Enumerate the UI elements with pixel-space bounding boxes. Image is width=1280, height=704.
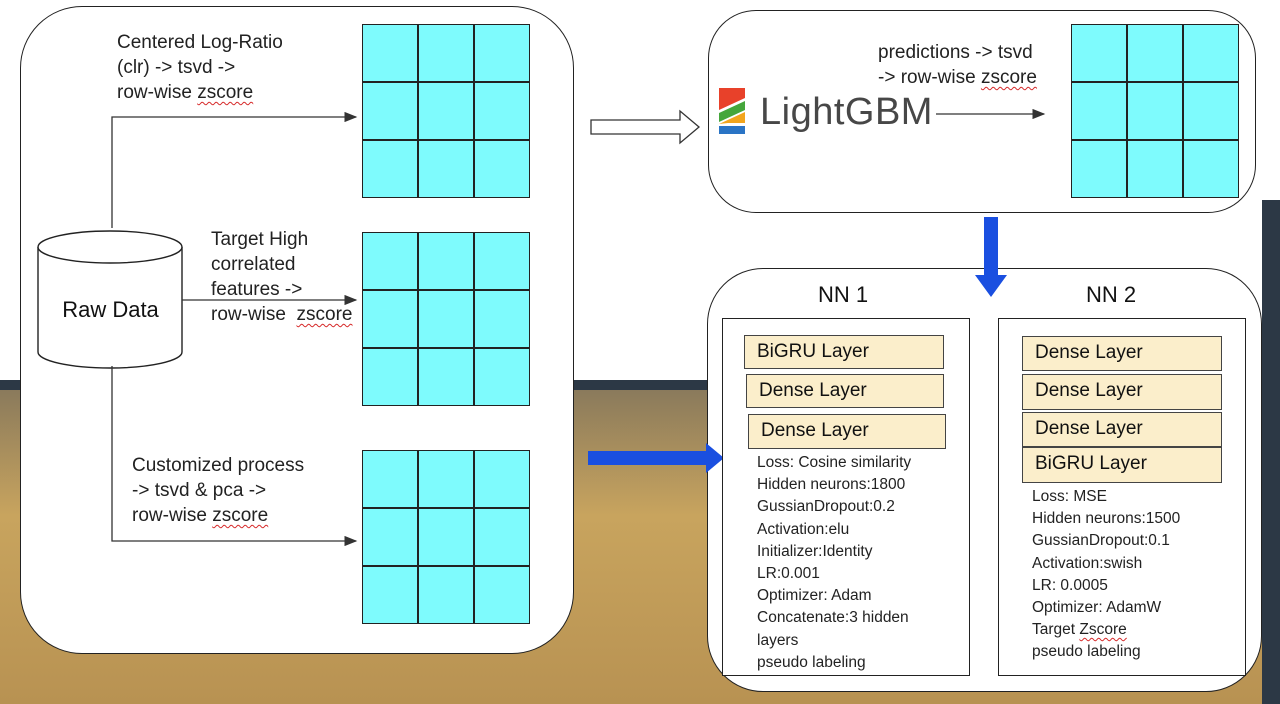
predictions-label-zscore: zscore bbox=[980, 67, 1037, 88]
clr-feature-grid bbox=[362, 24, 530, 198]
lightgbm-output-grid bbox=[1071, 24, 1239, 198]
nn2-param-pseudo: pseudo labeling bbox=[1032, 643, 1141, 661]
nn2-layer-dense-2: Dense Layer bbox=[1022, 374, 1222, 410]
predictions-label-line2a: -> row-wise bbox=[878, 67, 981, 88]
nn1-param-optimizer: Optimizer: Adam bbox=[757, 587, 872, 605]
custom-label-line2: -> tsvd & pca -> bbox=[132, 480, 267, 501]
clr-label-line2: (clr) -> tsvd -> bbox=[117, 57, 236, 78]
nn2-param-target: Target bbox=[1032, 621, 1080, 639]
nn1-layer-dense-1: Dense Layer bbox=[746, 374, 944, 408]
nn1-param-neurons: Hidden neurons:1800 bbox=[757, 476, 906, 494]
nn2-param-optimizer: Optimizer: AdamW bbox=[1032, 599, 1162, 617]
custom-feature-grid bbox=[362, 450, 530, 624]
custom-label-zscore: zscore bbox=[212, 505, 269, 526]
nn1-title: NN 1 bbox=[818, 282, 869, 307]
nn1-param-pseudo: pseudo labeling bbox=[757, 653, 866, 671]
nn2-param-neurons: Hidden neurons:1500 bbox=[1032, 510, 1181, 528]
target-label-line3: features -> bbox=[211, 279, 303, 300]
clr-connector bbox=[111, 111, 358, 228]
nn2-layer-dense-3: Dense Layer bbox=[1022, 412, 1222, 447]
nn2-title: NN 2 bbox=[1086, 282, 1137, 307]
blue-arrow-down-icon bbox=[975, 217, 1007, 297]
nn2-param-loss: Loss: MSE bbox=[1032, 488, 1107, 505]
lightgbm-logo-icon bbox=[716, 76, 936, 142]
predictions-label: predictions -> tsvd -> row-wise zscore bbox=[878, 40, 1037, 90]
nn1-param-concatenate-cont: layers bbox=[757, 631, 799, 649]
nn1-param-loss: Loss: Cosine similarity bbox=[757, 454, 912, 471]
clr-label-zscore: zscore bbox=[197, 82, 254, 103]
background-dark-right bbox=[1262, 200, 1280, 704]
hollow-arrow-icon bbox=[590, 109, 701, 145]
target-label-line2: correlated bbox=[211, 254, 296, 275]
predictions-label-line1: predictions -> tsvd bbox=[878, 42, 1033, 63]
nn1-param-concatenate: Concatenate:3 hidden bbox=[757, 609, 909, 627]
custom-label: Customized process -> tsvd & pca -> row-… bbox=[132, 453, 304, 528]
nn2-param-activation: Activation:swish bbox=[1032, 554, 1143, 572]
nn2-param-dropout: GussianDropout:0.1 bbox=[1032, 532, 1170, 550]
nn1-layer-bigru: BiGRU Layer bbox=[744, 335, 944, 369]
nn1-param-dropout: GussianDropout:0.2 bbox=[757, 498, 895, 516]
target-label-zscore: zscore bbox=[296, 304, 353, 325]
target-label-line4a: row-wise bbox=[211, 304, 297, 325]
clr-label-line1: Centered Log-Ratio bbox=[117, 32, 283, 53]
lightgbm-logo-text: LightGBM bbox=[760, 91, 933, 133]
nn1-params: Loss: Cosine similarity Hidden neurons:1… bbox=[757, 452, 911, 674]
target-label: Target High correlated features -> row-w… bbox=[211, 227, 352, 327]
clr-label: Centered Log-Ratio (clr) -> tsvd -> row-… bbox=[117, 30, 283, 105]
nn2-layer-bigru: BiGRU Layer bbox=[1022, 447, 1222, 483]
nn2-param-lr: LR: 0.0005 bbox=[1032, 576, 1108, 594]
custom-label-line1: Customized process bbox=[132, 455, 305, 476]
blue-arrow-right-icon bbox=[588, 443, 724, 473]
nn1-param-initializer: Initializer:Identity bbox=[757, 542, 873, 560]
clr-label-line3a: row-wise bbox=[117, 82, 198, 103]
raw-data-cylinder-icon bbox=[37, 230, 183, 369]
custom-label-line3a: row-wise bbox=[132, 505, 213, 526]
nn2-params: Loss: MSE Hidden neurons:1500 GussianDro… bbox=[1032, 486, 1180, 664]
target-feature-grid bbox=[362, 232, 530, 406]
custom-connector bbox=[111, 366, 358, 547]
target-label-line1: Target High bbox=[211, 229, 309, 250]
nn1-layer-dense-2: Dense Layer bbox=[748, 414, 946, 449]
nn1-param-lr: LR:0.001 bbox=[757, 565, 820, 583]
nn2-layer-dense-1: Dense Layer bbox=[1022, 336, 1222, 371]
nn2-param-zscore: Zscore bbox=[1079, 621, 1127, 639]
nn1-param-activation: Activation:elu bbox=[757, 520, 850, 538]
raw-data-label: Raw Data bbox=[62, 297, 159, 322]
